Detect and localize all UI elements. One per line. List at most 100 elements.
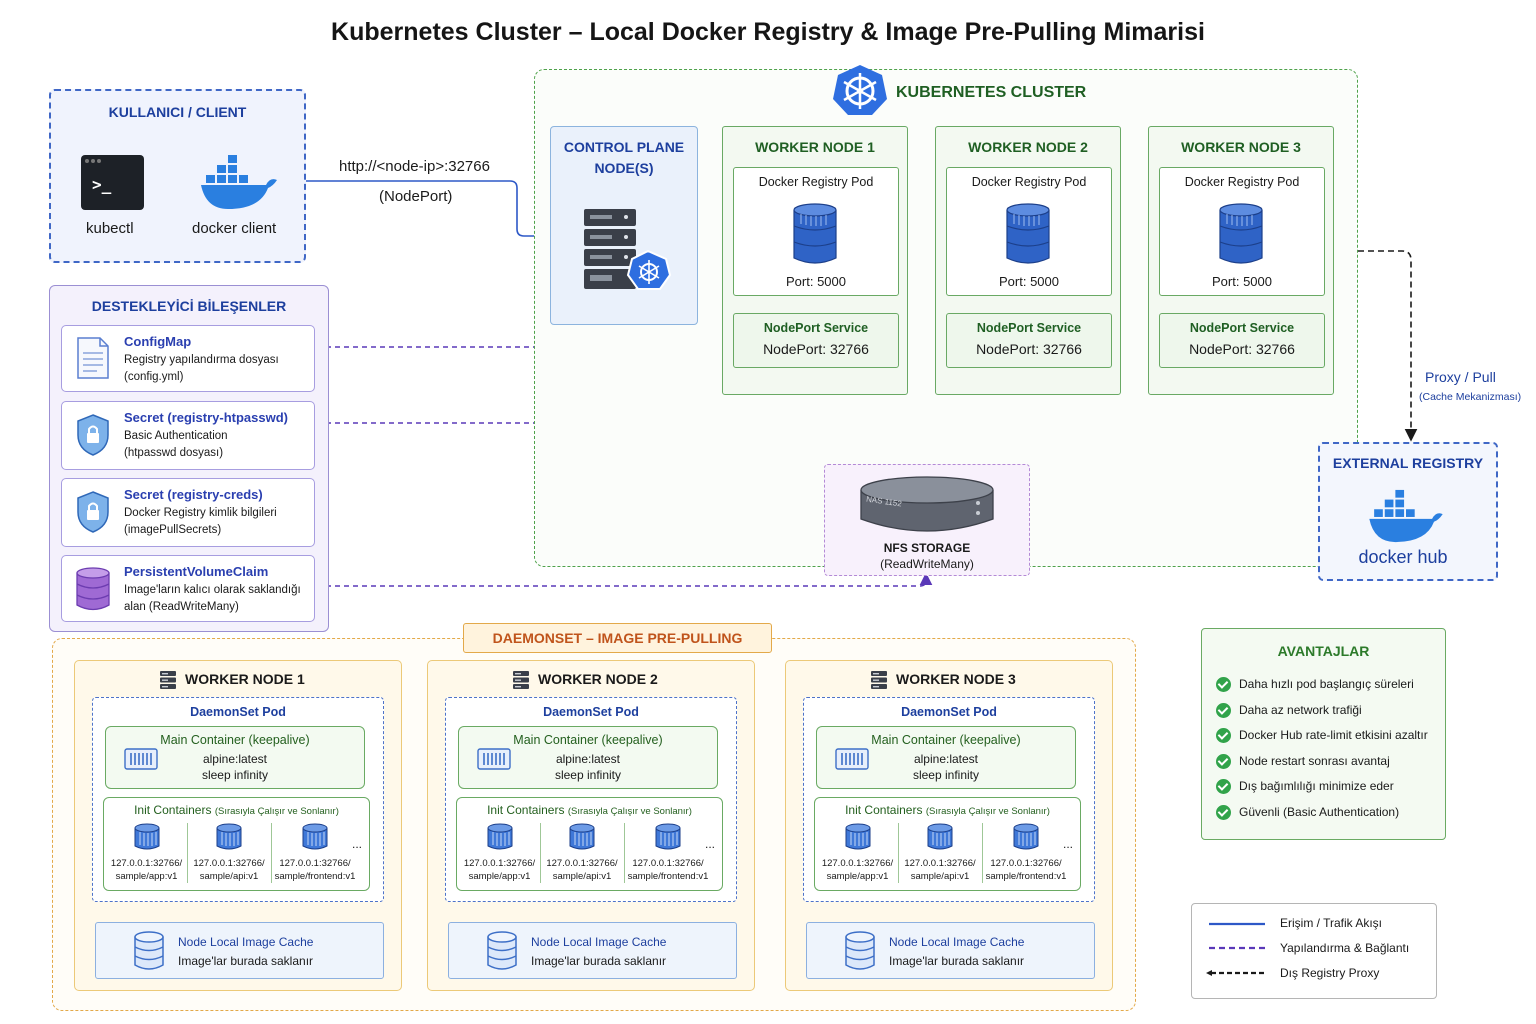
init-image-host: 127.0.0.1:32766/: [990, 858, 1062, 869]
init-note: (Sırasıyla Çalışır ve Sonlanır): [567, 806, 692, 817]
nodeport-service-title: NodePort Service: [1189, 321, 1295, 335]
configmap-title: ConfigMap: [124, 334, 192, 349]
init-image-host: 127.0.0.1:32766/: [463, 858, 536, 869]
registry-pod-label: Docker Registry Pod: [1184, 175, 1300, 189]
page-title: Kubernetes Cluster – Local Docker Regist…: [331, 18, 1205, 46]
advantage-item: Docker Hub rate-limit etkisini azaltır: [1239, 728, 1428, 743]
init-container-icon: [486, 823, 514, 856]
volume-icon: [76, 567, 110, 611]
init-ellipsis: ...: [1063, 837, 1074, 851]
secret-htpasswd-line1: Basic Authentication: [124, 430, 228, 442]
client-header: KULLANICI / CLIENT: [108, 104, 247, 120]
init-container-icon: [568, 823, 596, 856]
control-plane-line1: CONTROL PLANE: [563, 139, 685, 155]
external-header: EXTERNAL REGISTRY: [1332, 455, 1484, 471]
server-icon: [159, 670, 177, 695]
advantages-header: AVANTAJLAR: [1277, 643, 1370, 659]
init-image-host: 127.0.0.1:32766/: [904, 858, 976, 869]
registry-database-icon: [1218, 202, 1264, 271]
daemonset-header: DAEMONSET – IMAGE PRE-PULLING: [492, 630, 743, 646]
proxy-label: Proxy / Pull: [1425, 369, 1496, 385]
main-container-image: alpine:latest: [202, 752, 268, 766]
init-image-name: sample/frontend:v1: [985, 871, 1067, 882]
registry-port: Port: 5000: [999, 274, 1059, 289]
pvc-title: PersistentVolumeClaim: [124, 564, 269, 579]
init-containers-title: Init Containers (Sırasıyla Çalışır ve So…: [456, 803, 723, 817]
container-icon: [124, 748, 158, 775]
docker-hub-whale-icon: [1369, 489, 1443, 543]
configmap-line1: Registry yapılandırma dosyası: [124, 354, 279, 366]
shield-lock-icon: [77, 414, 109, 456]
registry-database-icon: [792, 202, 838, 271]
advantage-item: Node restart sonrası avantaj: [1239, 753, 1390, 768]
secret-creds-line2: (imagePullSecrets): [124, 524, 222, 536]
cache-sub: Image'lar burada saklanır: [889, 954, 1025, 968]
check-icon: [1216, 753, 1231, 769]
advantage-item: Daha az network trafiği: [1239, 702, 1362, 717]
main-container-cmd: sleep infinity: [554, 768, 622, 782]
cache-database-icon: [133, 931, 165, 976]
container-icon: [477, 748, 511, 775]
legend-item-access: Erişim / Trafik Akışı: [1280, 916, 1383, 930]
ds-worker-node-title: WORKER NODE 1: [185, 671, 305, 687]
main-container-cmd: sleep infinity: [912, 768, 980, 782]
init-container-icon: [215, 823, 243, 856]
daemonset-pod-label: DaemonSet Pod: [190, 705, 286, 719]
nodeport-service-title: NodePort Service: [763, 321, 869, 335]
advantages-panel: [1201, 628, 1446, 840]
init-title: Init Containers: [487, 803, 565, 817]
main-container-image: alpine:latest: [913, 752, 979, 766]
init-image-name: sample/app:v1: [826, 871, 889, 882]
init-image-name: sample/api:v1: [910, 871, 970, 882]
init-image-host: 127.0.0.1:32766/: [632, 858, 704, 869]
init-container-icon: [1012, 823, 1040, 856]
init-image-host: 127.0.0.1:32766/: [110, 858, 183, 869]
init-image-host: 127.0.0.1:32766/: [546, 858, 618, 869]
nodeport-service[interactable]: [946, 313, 1112, 368]
pvc-line1: Image'ların kalıcı olarak saklandığı: [124, 584, 301, 596]
ds-worker-node-title: WORKER NODE 3: [896, 671, 1016, 687]
kubectl-label: kubectl: [86, 220, 134, 237]
init-containers-title: Init Containers (Sırasıyla Çalışır ve So…: [814, 803, 1081, 817]
ds-worker-node-title: WORKER NODE 2: [538, 671, 658, 687]
init-divider: [982, 823, 983, 883]
init-divider: [271, 823, 272, 883]
docker-whale-icon[interactable]: [198, 153, 280, 211]
init-ellipsis: ...: [705, 837, 716, 851]
endpoint-label: http://<node-ip>:32766: [339, 158, 490, 175]
configmap-card[interactable]: [61, 325, 315, 392]
advantage-item: Dış bağımlılığı minimize eder: [1239, 779, 1394, 794]
cache-title: Node Local Image Cache: [889, 935, 1025, 949]
registry-port: Port: 5000: [786, 274, 846, 289]
init-note: (Sırasıyla Çalışır ve Sonlanır): [214, 806, 339, 817]
init-divider: [898, 823, 899, 883]
terminal-icon[interactable]: >_: [81, 155, 144, 210]
advantage-item: Güvenli (Basic Authentication): [1239, 805, 1400, 819]
init-divider: [624, 823, 625, 883]
nodeport-value: NodePort: 32766: [976, 341, 1082, 357]
nodeport-value: NodePort: 32766: [1189, 341, 1295, 357]
nodeport-service[interactable]: [1159, 313, 1325, 368]
control-plane-line2: NODE(S): [594, 160, 654, 176]
init-note: (Sırasıyla Çalışır ve Sonlanır): [925, 806, 1050, 817]
nfs-label: NFS STORAGE: [883, 541, 971, 555]
advantage-item: Daha hızlı pod başlangıç süreleri: [1239, 677, 1414, 691]
init-container-icon: [301, 823, 329, 856]
init-container-icon: [926, 823, 954, 856]
legend-item-config: Yapılandırma & Bağlantı: [1280, 941, 1410, 955]
init-containers-title: Init Containers (Sırasıyla Çalışır ve So…: [103, 803, 370, 817]
document-icon: [77, 337, 109, 379]
main-container-title: Main Container (keepalive): [160, 733, 310, 747]
main-container-title: Main Container (keepalive): [513, 733, 663, 747]
init-image-host: 127.0.0.1:32766/: [821, 858, 894, 869]
init-image-name: sample/api:v1: [552, 871, 612, 882]
check-icon: [1216, 677, 1231, 692]
cache-sub: Image'lar burada saklanır: [178, 954, 314, 968]
cluster-header: KUBERNETES CLUSTER: [896, 84, 1087, 101]
main-container-cmd: sleep infinity: [201, 768, 269, 782]
configmap-line2: (config.yml): [124, 371, 184, 383]
nodeport-value: NodePort: 32766: [763, 341, 869, 357]
daemonset-pod-label: DaemonSet Pod: [543, 705, 639, 719]
registry-port: Port: 5000: [1212, 274, 1272, 289]
worker-node-title: WORKER NODE 3: [1181, 139, 1301, 155]
